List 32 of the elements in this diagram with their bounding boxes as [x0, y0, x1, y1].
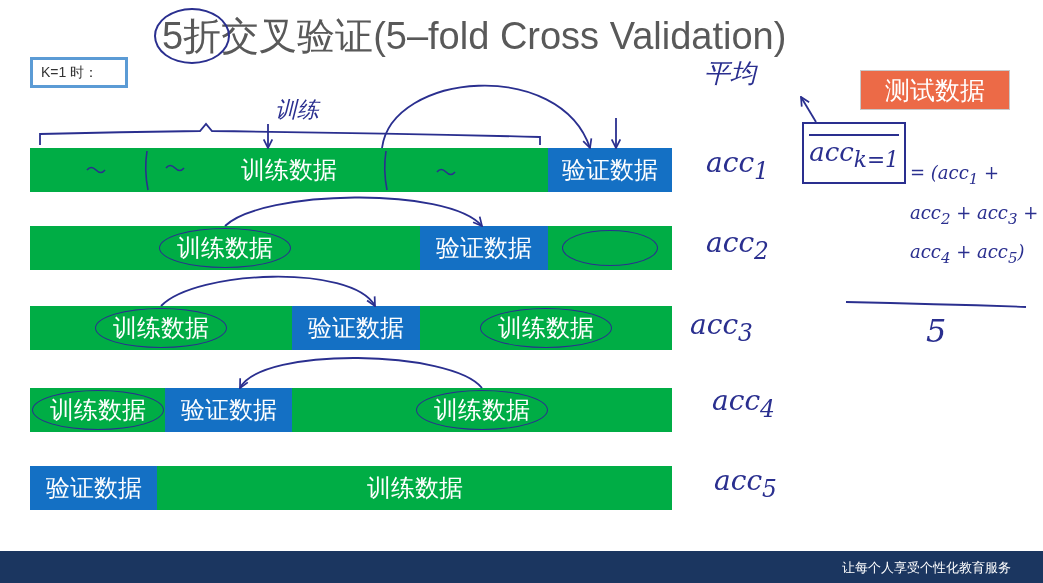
training-data-segment: 训练数据 [157, 466, 672, 510]
training-data-segment: 训练数据 [292, 388, 672, 432]
handwritten-accuracy-label: acc$_{5}$ [714, 464, 777, 503]
training-data-segment: 训练数据 [30, 306, 292, 350]
validation-data-segment: 验证数据 [165, 388, 292, 432]
curved-arrow [224, 196, 483, 227]
training-data-segment: 训练数据 [30, 388, 165, 432]
fold-label: K=1 时： [30, 57, 128, 88]
curved-arrow [239, 357, 483, 389]
training-data-segment: 训练数据 [30, 226, 420, 270]
validation-data-segment: 验证数据 [292, 306, 420, 350]
footer-slogan: 让每个人享受个性化教育服务 [842, 559, 1011, 577]
handwritten-accuracy-label: acc$_{1}$ [706, 146, 769, 185]
arrow [800, 96, 817, 123]
handwritten-denominator: 5 [926, 312, 947, 350]
curved-arrow [381, 84, 591, 149]
handwritten-boxed-term: acc$_{k=1}$ [802, 122, 906, 184]
test-data-block: 测试数据 [860, 70, 1010, 110]
handwritten-accuracy-label: acc$_{3}$ [690, 308, 753, 347]
handwritten-formula: = (acc$_{1}$ + acc$_{2}$ + acc$_{3}$ + acc$_{4}$ + acc$_{5}$) [910, 161, 1040, 269]
curved-arrow [160, 275, 376, 307]
training-data-segment: 训练数据 [30, 148, 548, 192]
validation-data-segment: 验证数据 [548, 148, 672, 192]
training-data-segment [548, 226, 672, 270]
handwritten-note: 训练 [262, 96, 332, 124]
validation-data-segment: 验证数据 [30, 466, 157, 510]
training-data-segment: 训练数据 [420, 306, 672, 350]
handwritten-accuracy-label: acc$_{2}$ [706, 226, 769, 265]
handwritten-accuracy-label: acc$_{4}$ [712, 384, 775, 423]
arrow [610, 117, 622, 149]
validation-data-segment: 验证数据 [420, 226, 548, 270]
arrow [262, 123, 274, 149]
